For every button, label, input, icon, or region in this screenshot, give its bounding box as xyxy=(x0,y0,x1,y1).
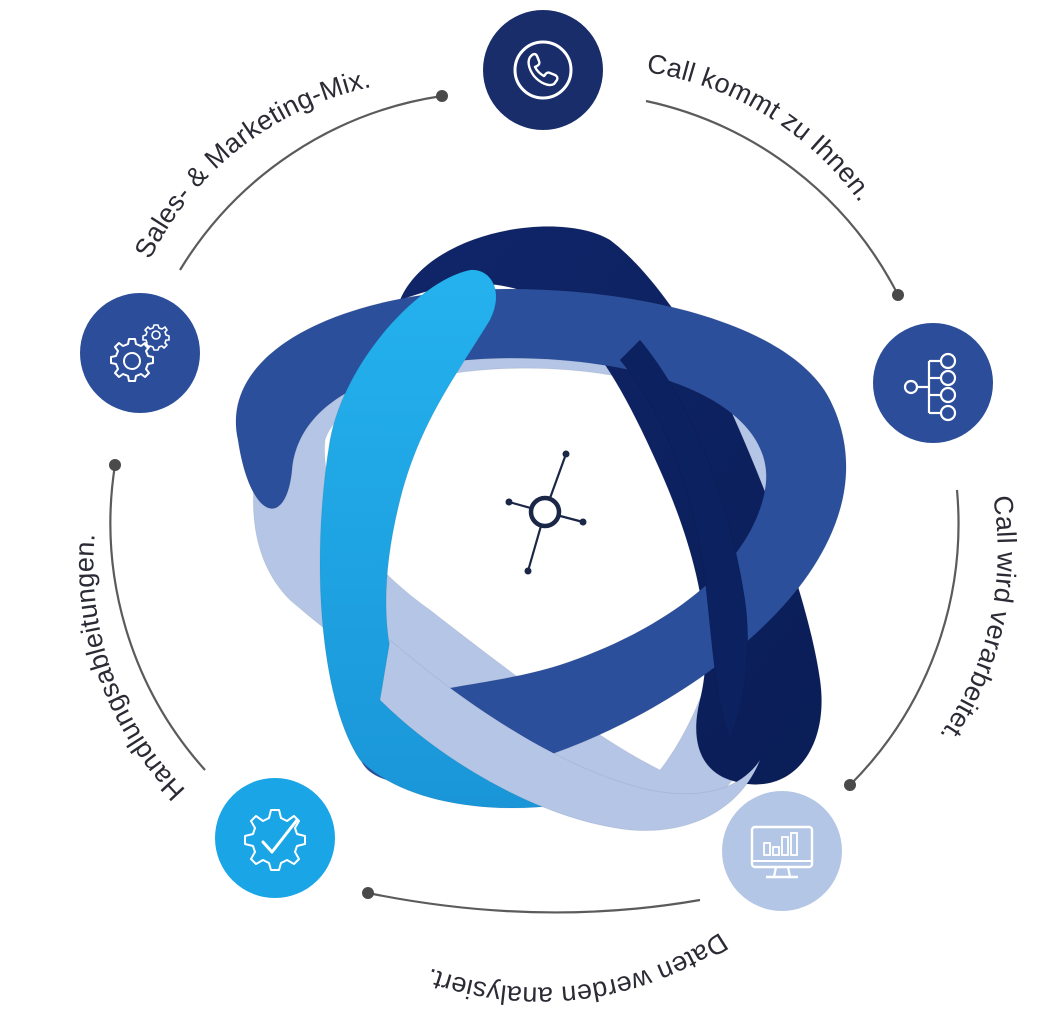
step-circle xyxy=(215,778,335,898)
step-data-analyzed xyxy=(722,791,842,911)
step-label-data-analyzed: Daten werden analysiert. xyxy=(422,927,733,1011)
step-call-incoming xyxy=(483,10,603,130)
step-label-derive-actions: Handlungsableitungen. xyxy=(69,532,190,806)
step-derive-actions xyxy=(215,778,335,898)
step-label-sales-marketing: Sales- & Marketing-Mix. xyxy=(129,63,374,262)
step-circle xyxy=(483,10,603,130)
step-sales-marketing xyxy=(80,293,200,413)
arc-end-dot xyxy=(109,459,121,471)
phone-icon xyxy=(513,40,573,100)
arc-phone-to-network xyxy=(645,99,899,296)
arc-end-dot xyxy=(436,90,448,102)
arc-gears-to-phone xyxy=(179,94,443,271)
step-call-processed xyxy=(873,323,993,443)
step-label-call-incoming: Call kommt zu Ihnen. xyxy=(645,48,879,206)
step-circle xyxy=(873,323,993,443)
step-circle xyxy=(80,293,200,413)
ribbon-light-periwinkle-overlap xyxy=(379,639,761,832)
interwoven-ribbons xyxy=(235,226,847,832)
arc-end-dot xyxy=(844,779,856,791)
monitor-chart-icon xyxy=(750,825,814,879)
connector-arcs xyxy=(109,90,960,914)
arc-network-to-monitor xyxy=(849,489,960,786)
gear-check-icon xyxy=(244,809,306,871)
step-label-call-processed: Call wird verarbeitet. xyxy=(934,494,1021,749)
hub-node-icon xyxy=(498,450,596,575)
arc-end-dot xyxy=(892,289,904,301)
arc-monitor-to-gearcheck xyxy=(367,891,701,914)
arc-end-dot xyxy=(362,887,374,899)
ribbon-dark-navy-overlap xyxy=(619,339,749,742)
arc-gearcheck-to-gears xyxy=(109,464,206,771)
gears-icon xyxy=(110,324,170,382)
network-hierarchy-icon xyxy=(903,352,957,422)
